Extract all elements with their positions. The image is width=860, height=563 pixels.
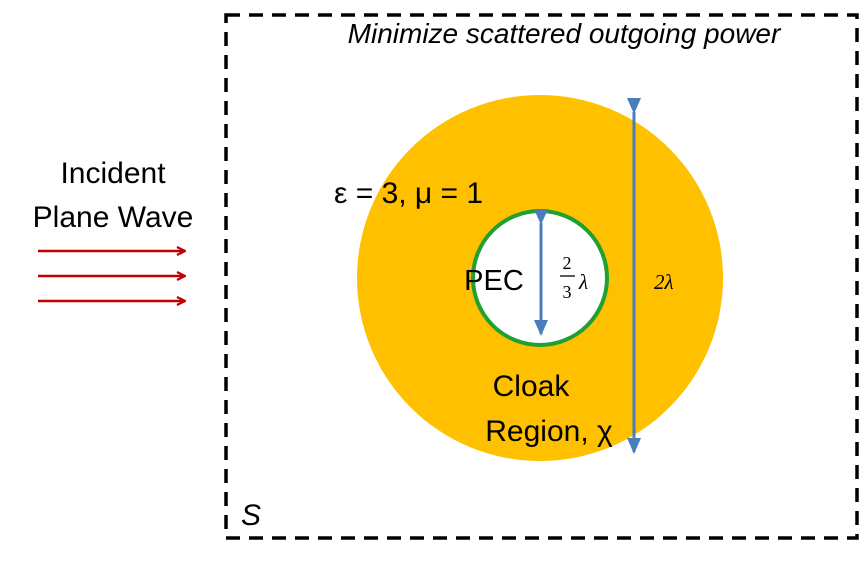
inner-dim-denominator: 3	[563, 282, 572, 302]
cloak-label-line1: Cloak	[493, 370, 571, 403]
cloak-label-line2: Region, χ	[485, 415, 613, 448]
outer-dim-label: 2λ	[654, 270, 674, 294]
surface-label: S	[241, 499, 261, 532]
pec-label: PEC	[464, 265, 524, 297]
incident-label-line2: Plane Wave	[33, 201, 194, 234]
incident-label-line1: Incident	[60, 157, 166, 190]
objective-label: Minimize scattered outgoing power	[348, 18, 782, 49]
material-label: ε = 3, μ = 1	[334, 177, 483, 210]
inner-dim-lambda: λ	[578, 270, 588, 294]
inner-dim-numerator: 2	[563, 253, 572, 273]
